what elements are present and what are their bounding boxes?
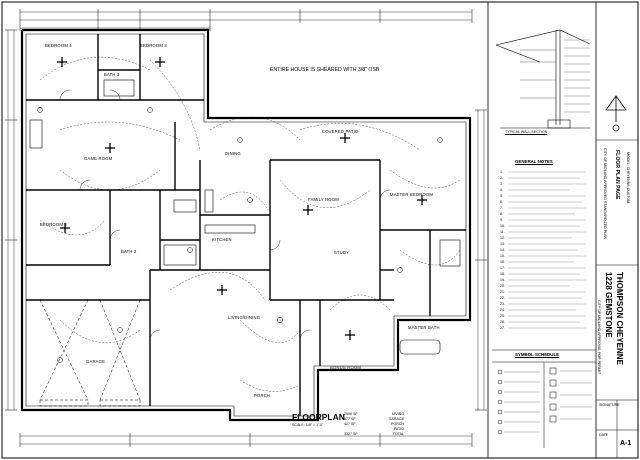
plan-scale: SCALE: 1/8" = 1'-0" [292, 423, 324, 427]
area-row: 2508 SF LIVING [344, 412, 404, 417]
wall-section-title: TYPICAL WALL SECTION [505, 130, 548, 134]
light-fixture-icons [37, 107, 443, 363]
room-label-dining: DINING [225, 151, 241, 156]
area-value: 677 SF [344, 417, 356, 421]
note-number: 7. [500, 206, 503, 210]
sheathing-note: ENTIRE HOUSE IS SHEARED WITH 3/8" OSB [270, 67, 380, 73]
note-number: 15. [500, 254, 505, 258]
area-label: TOTAL [392, 432, 404, 436]
note-number: 21. [500, 290, 505, 294]
room-label-living-dining: LIVING/DINING [228, 315, 261, 320]
note-number: 25. [500, 314, 505, 318]
note-number: 19. [500, 278, 505, 282]
area-row: PATIO [344, 427, 404, 432]
note-number: 11. [500, 230, 505, 234]
electrical-wiring-arcs [39, 56, 461, 392]
note-number: 13. [500, 242, 505, 246]
note-number: 4. [500, 188, 503, 192]
area-value: 3327 SF [344, 432, 358, 436]
room-label-family-room: FAMILY ROOM [308, 197, 339, 202]
area-value: 2508 SF [344, 412, 358, 416]
approval-stamp: CITY OF MIDLAND APPROVED STANDARDIZED PL… [603, 148, 607, 240]
exterior-walls [20, 28, 472, 422]
symbol-schedule-box [492, 349, 596, 448]
note-number: 8. [500, 212, 503, 216]
room-label-bedroom4: BEDROOM 4 [45, 43, 72, 48]
room-label-master-bath: MASTER BATH [408, 325, 440, 330]
plan-title: FLOORPLAN [292, 412, 345, 422]
note-number: 14. [500, 248, 505, 252]
note-number: 26. [500, 320, 505, 324]
model-name: MODEL: CHEYENNE CUSTOM [626, 152, 630, 204]
note-number: 3. [500, 182, 503, 186]
project-name: THOMPSON CHEYENNE [615, 272, 624, 365]
room-label-garage: GARAGE [86, 359, 106, 364]
room-label-porch: PORCH [254, 393, 271, 398]
general-notes-lines [508, 171, 586, 329]
title-block-grid [596, 139, 638, 458]
exterior-wall-inner-line [25, 33, 467, 417]
area-row: 3327 SF TOTAL [344, 432, 404, 437]
symbol-schedule-title: SYMBOL SCHEDULE [515, 352, 560, 357]
room-label-game-room: GAME ROOM [84, 156, 113, 161]
note-number: 10. [500, 224, 505, 228]
note-number: 23. [500, 302, 505, 306]
room-label-kitchen: KITCHEN [212, 237, 232, 242]
area-label: PATIO [393, 427, 404, 431]
plumbing-fixtures [29, 79, 461, 355]
note-number: 1. [500, 170, 503, 174]
room-label-study: STUDY [334, 250, 350, 255]
project-address: 1228 GEMSTONE [604, 272, 613, 338]
note-number: 17. [500, 266, 505, 270]
garage-doors [39, 299, 141, 407]
note-number: 22. [500, 296, 505, 300]
area-label: GARAGE [388, 417, 404, 421]
ceiling-fan-icons [57, 57, 427, 340]
room-label-master-bedroom: MASTER BEDROOM [390, 192, 434, 197]
area-row: 427 SF PORCH [344, 422, 404, 427]
note-number: 18. [500, 272, 505, 276]
note-number: 9. [500, 218, 503, 222]
area-label: LIVING [392, 412, 404, 416]
room-label-bath2: BATH 2 [121, 249, 137, 254]
dimension-ticks [5, 9, 487, 447]
date-label: DATE [599, 433, 609, 437]
room-label-bath3: BATH 3 [104, 72, 120, 77]
note-number: 6. [500, 200, 503, 204]
company-logo [605, 95, 627, 132]
room-label-covered-patio: COVERED PATIO [322, 129, 359, 134]
wall-section-callouts [564, 39, 590, 113]
note-number: 27. [500, 326, 505, 330]
area-label: PORCH [391, 422, 404, 426]
sheet-number: A-1 [620, 440, 632, 447]
note-number: 16. [500, 260, 505, 264]
page-title: FLOOR PLAN PAGE [614, 150, 620, 200]
note-number: 24. [500, 308, 505, 312]
general-notes-title: GENERAL NOTES [515, 159, 553, 164]
note-number: 5. [500, 194, 503, 198]
room-label-bedroom2: BEDROOM 2 [40, 222, 67, 227]
area-value: 427 SF [344, 422, 356, 426]
area-row: 677 SF GARAGE [344, 417, 404, 422]
dimension-lines [7, 11, 485, 445]
note-number: 20. [500, 284, 505, 288]
area-table: 2508 SF LIVING 677 SF GARAGE 427 SF PORC… [344, 412, 404, 437]
room-label-bedroom3: BEDROOM 3 [140, 43, 167, 48]
room-label-bonus-room: BONUS ROOM [330, 365, 362, 370]
note-number: 2. [500, 176, 503, 180]
general-notes-list: 1. 2. 3. 4. 5. 6. 7. 8. 9. 10. 11. 12. 1… [500, 170, 508, 332]
door-swings [59, 89, 391, 341]
signature-label: SIGNATURE [599, 403, 620, 407]
permit-approval: CITY OF MIDLAND APPROVAL FOR PERMIT [597, 300, 601, 375]
wall-section-detail [495, 29, 591, 129]
note-number: 12. [500, 236, 505, 240]
